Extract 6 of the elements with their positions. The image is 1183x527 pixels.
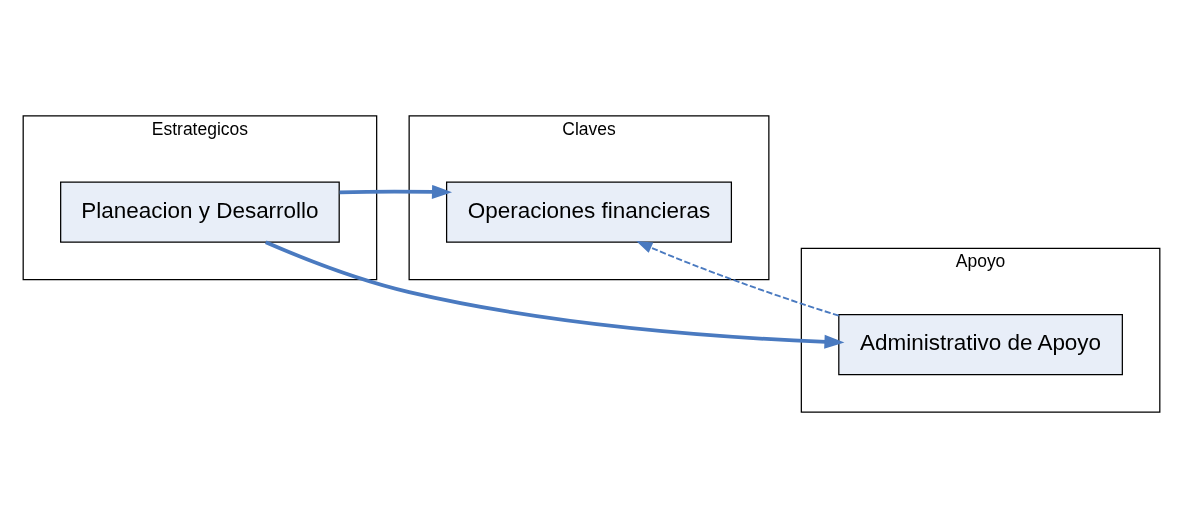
- arrow: [339, 184, 453, 199]
- node-box: Administrativo de Apoyo: [838, 313, 1123, 375]
- node-box: Planeacion y Desarrollo: [60, 181, 340, 243]
- arrow: [636, 240, 840, 317]
- arrow: [265, 240, 845, 349]
- node-box: Operaciones financieras: [446, 181, 732, 243]
